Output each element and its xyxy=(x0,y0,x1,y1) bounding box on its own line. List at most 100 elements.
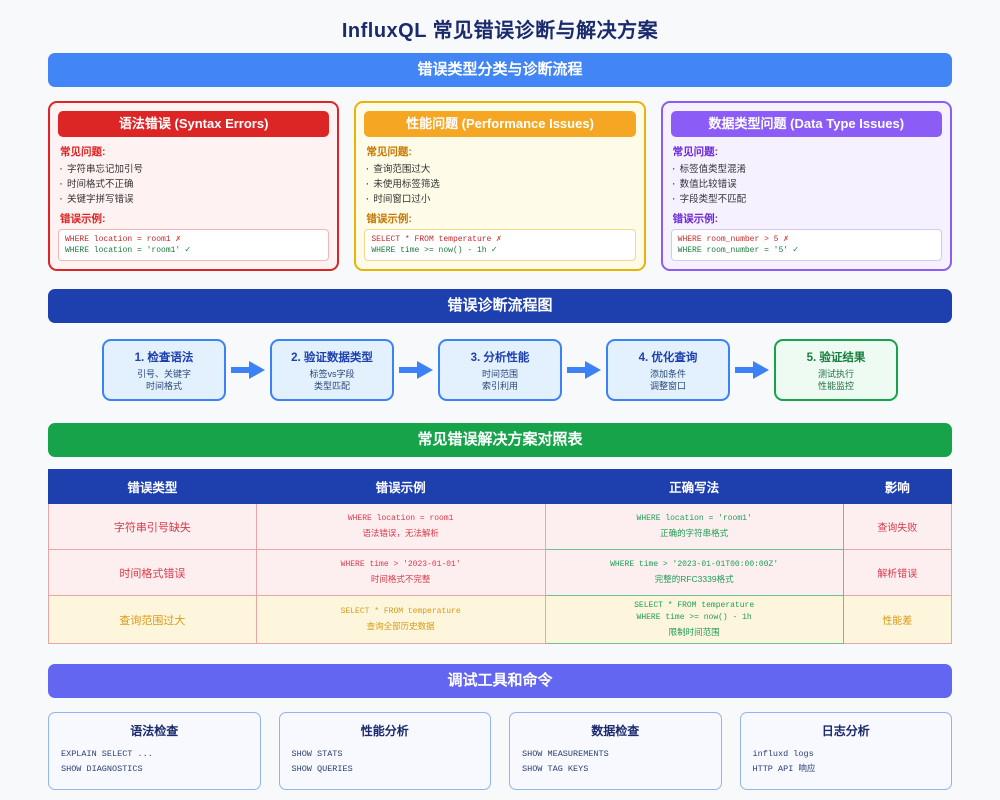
section-banner-solution-table: 常见错误解决方案对照表 xyxy=(48,423,952,457)
arrow-right-icon xyxy=(562,361,606,379)
error-card-datatype-issue-list: 标签值类型混淆 数值比较错误 字段类型不匹配 xyxy=(671,161,942,207)
code-text: WHERE room_number = '5' xyxy=(677,246,789,255)
code-text: WHERE location = room1 xyxy=(347,514,454,523)
page-title: InfluxQL 常见错误诊断与解决方案 xyxy=(341,20,659,42)
flow-node-title: 4. 优化查询 xyxy=(638,351,698,364)
code-text: WHERE time > '2023-01-01T00:00:00Z' xyxy=(610,560,779,569)
list-item: 数值比较错误 xyxy=(671,176,942,192)
flow-node-line2: 索引利用 xyxy=(481,380,518,391)
table-header-row: 错误类型 错误示例 正确写法 影响 xyxy=(48,469,953,504)
flow-node-5: 5. 验证结果 测试执行 性能监控 xyxy=(774,339,898,401)
cell-impact: 性能差 xyxy=(842,595,953,644)
arrow-right-icon xyxy=(226,361,270,379)
flow-node-3: 3. 分析性能 时间范围 索引利用 xyxy=(438,339,562,401)
code-text: WHERE location = 'room1' xyxy=(636,514,752,523)
tool-command: SHOW MEASUREMENTS xyxy=(522,749,609,759)
code-text: SELECT * FROM temperature xyxy=(340,607,461,616)
tool-card-data-check: 数据检查 SHOW MEASUREMENTS SHOW TAG KEYS xyxy=(509,712,722,790)
cell-bad-example: WHERE time > '2023-01-01' 时间格式不完整 xyxy=(255,549,546,596)
error-card-syntax-code-block: WHERE location = room1 ✗ WHERE location … xyxy=(58,229,330,261)
cell-bad-example: WHERE location = room1 语法错误，无法解析 xyxy=(255,503,546,550)
code-line-good: WHERE time >= now() - 1h ✓ xyxy=(371,245,628,256)
flow-node-line1: 标签vs字段 xyxy=(309,368,355,379)
tool-command: SHOW QUERIES xyxy=(291,764,353,774)
flow-node-line2: 时间格式 xyxy=(145,380,182,391)
solution-comparison-table: 错误类型 错误示例 正确写法 影响 字符串引号缺失 WHERE location… xyxy=(48,469,953,644)
tool-card-syntax-check: 语法检查 EXPLAIN SELECT ... SHOW DIAGNOSTICS xyxy=(48,712,261,790)
note-text: 时间格式不完整 xyxy=(370,574,431,584)
debug-tool-card-list: 语法检查 EXPLAIN SELECT ... SHOW DIAGNOSTICS… xyxy=(48,712,952,790)
code-line-bad: WHERE room_number > 5 ✗ xyxy=(678,234,935,245)
flow-node-title: 5. 验证结果 xyxy=(806,351,866,364)
list-item: 字段类型不匹配 xyxy=(671,191,942,207)
code-text-2: WHERE time >= now() - 1h xyxy=(636,613,752,622)
error-card-syntax-issues-label: 常见问题: xyxy=(60,146,106,158)
flow-node-line1: 添加条件 xyxy=(649,368,686,379)
flow-node-4: 4. 优化查询 添加条件 调整窗口 xyxy=(606,339,730,401)
note-text: 限制时间范围 xyxy=(668,627,720,637)
check-icon: ✓ xyxy=(185,245,191,255)
flow-node-1: 1. 检查语法 引号、关键字 时间格式 xyxy=(102,339,226,401)
code-text: WHERE location = room1 xyxy=(65,235,171,244)
arrow-right-icon xyxy=(730,361,774,379)
note-text: 完整的RFC3339格式 xyxy=(654,574,734,584)
cell-error-type: 查询范围过大 xyxy=(48,595,257,644)
tool-card-performance-analysis: 性能分析 SHOW STATS SHOW QUERIES xyxy=(278,712,491,790)
arrow-right-icon xyxy=(394,361,438,379)
cell-impact: 解析错误 xyxy=(842,549,953,596)
cell-good-example: WHERE time > '2023-01-01T00:00:00Z' 完整的R… xyxy=(544,549,844,596)
note-text: 语法错误，无法解析 xyxy=(362,528,439,538)
flow-node-2: 2. 验证数据类型 标签vs字段 类型匹配 xyxy=(270,339,394,401)
cross-icon: ✗ xyxy=(175,234,181,244)
error-category-card-list: 语法错误 (Syntax Errors) 常见问题: 字符串忘记加引号 时间格式… xyxy=(48,101,952,271)
code-text: WHERE location = 'room1' xyxy=(65,246,181,255)
cross-icon: ✗ xyxy=(496,234,502,244)
list-item: 字符串忘记加引号 xyxy=(58,161,329,177)
column-header-bad-example: 错误示例 xyxy=(255,469,546,504)
tool-card-title: 性能分析 xyxy=(360,724,409,738)
error-card-datatype-title: 数据类型问题 (Data Type Issues) xyxy=(670,111,942,137)
section-banner-flowchart: 错误诊断流程图 xyxy=(48,289,952,323)
tool-command: SHOW TAG KEYS xyxy=(522,764,589,774)
error-card-performance-example-label: 错误示例: xyxy=(366,213,412,225)
error-card-syntax-issue-list: 字符串忘记加引号 时间格式不正确 关键字拼写错误 xyxy=(58,161,329,207)
check-icon: ✓ xyxy=(792,245,799,255)
error-card-syntax-example-label: 错误示例: xyxy=(60,213,106,225)
cross-icon: ✗ xyxy=(783,234,789,244)
check-icon: ✓ xyxy=(491,245,497,255)
code-text: WHERE time > '2023-01-01' xyxy=(340,560,461,569)
tool-card-title: 日志分析 xyxy=(821,724,870,738)
error-card-datatype-example-label: 错误示例: xyxy=(672,213,719,225)
error-card-datatype-issues-label: 常见问题: xyxy=(672,146,719,158)
flow-node-title: 1. 检查语法 xyxy=(134,351,194,364)
table-row: 时间格式错误 WHERE time > '2023-01-01' 时间格式不完整… xyxy=(48,549,953,596)
list-item: 未使用标签筛选 xyxy=(364,176,635,192)
note-text: 查询全部历史数据 xyxy=(366,621,435,631)
code-text: WHERE room_number > 5 xyxy=(677,235,779,244)
flow-node-line1: 时间范围 xyxy=(481,368,518,379)
cell-good-example: WHERE location = 'room1' 正确的字符串格式 xyxy=(544,503,844,550)
tool-command: SHOW DIAGNOSTICS xyxy=(61,764,143,774)
cell-good-example: SELECT * FROM temperature WHERE time >= … xyxy=(544,595,844,644)
code-text: WHERE time >= now() - 1h xyxy=(371,246,487,255)
column-header-impact: 影响 xyxy=(842,469,953,504)
table-row: 字符串引号缺失 WHERE location = room1 语法错误，无法解析… xyxy=(48,503,953,550)
cell-bad-example: SELECT * FROM temperature 查询全部历史数据 xyxy=(255,595,546,644)
code-line-good: WHERE room_number = '5' ✓ xyxy=(678,245,935,256)
section-banner-error-types: 错误类型分类与诊断流程 xyxy=(48,53,952,87)
code-line-good: WHERE location = 'room1' ✓ xyxy=(65,245,322,256)
code-text: SELECT * FROM temperature xyxy=(371,235,492,244)
flow-node-line2: 类型匹配 xyxy=(313,380,350,391)
error-card-performance-issues-label: 常见问题: xyxy=(366,146,412,158)
tool-command: HTTP API 响应 xyxy=(752,764,816,774)
section-banner-debug-tools: 调试工具和命令 xyxy=(48,664,952,698)
table-row: 查询范围过大 SELECT * FROM temperature 查询全部历史数… xyxy=(48,595,953,644)
error-card-datatype: 数据类型问题 (Data Type Issues) 常见问题: 标签值类型混淆 … xyxy=(660,101,952,271)
code-line-bad: WHERE location = room1 ✗ xyxy=(65,234,322,245)
tool-card-title: 数据检查 xyxy=(591,724,640,738)
column-header-good-example: 正确写法 xyxy=(544,469,844,504)
flow-node-title: 2. 验证数据类型 xyxy=(291,351,373,364)
tool-card-title: 语法检查 xyxy=(130,724,179,738)
tool-command: influxd logs xyxy=(752,749,814,759)
